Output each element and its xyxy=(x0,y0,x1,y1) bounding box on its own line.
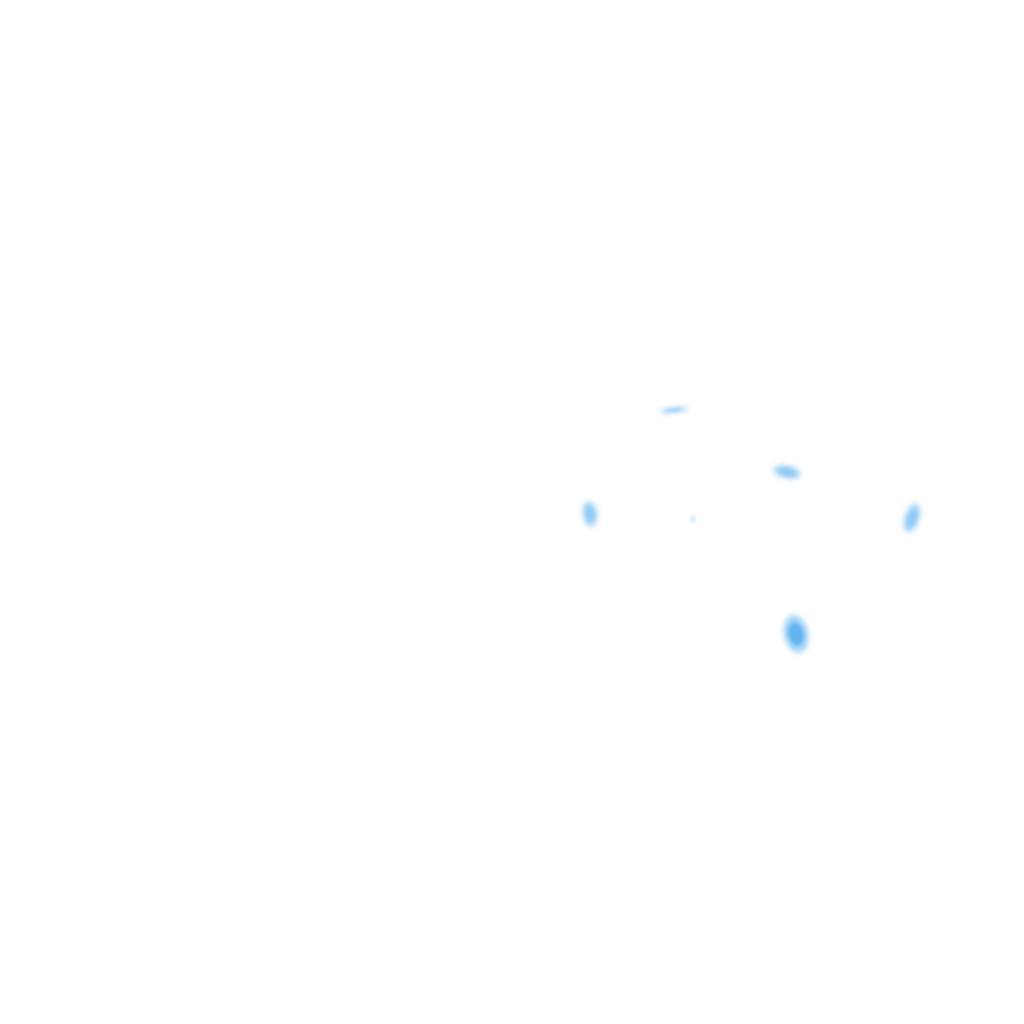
blob-left xyxy=(582,501,598,527)
blob-layer xyxy=(582,406,921,653)
blob-bottom xyxy=(783,615,809,653)
blob-center xyxy=(690,515,696,523)
blob-center-core xyxy=(691,516,695,522)
blob-upper xyxy=(773,465,801,479)
blob-right-core xyxy=(906,509,918,527)
blob-right xyxy=(903,503,921,533)
blob-left-core xyxy=(585,506,595,522)
blob-bottom-core xyxy=(788,622,804,646)
blob-top xyxy=(659,406,689,414)
blob-top-core xyxy=(665,407,683,413)
blob-upper-core xyxy=(778,467,796,477)
